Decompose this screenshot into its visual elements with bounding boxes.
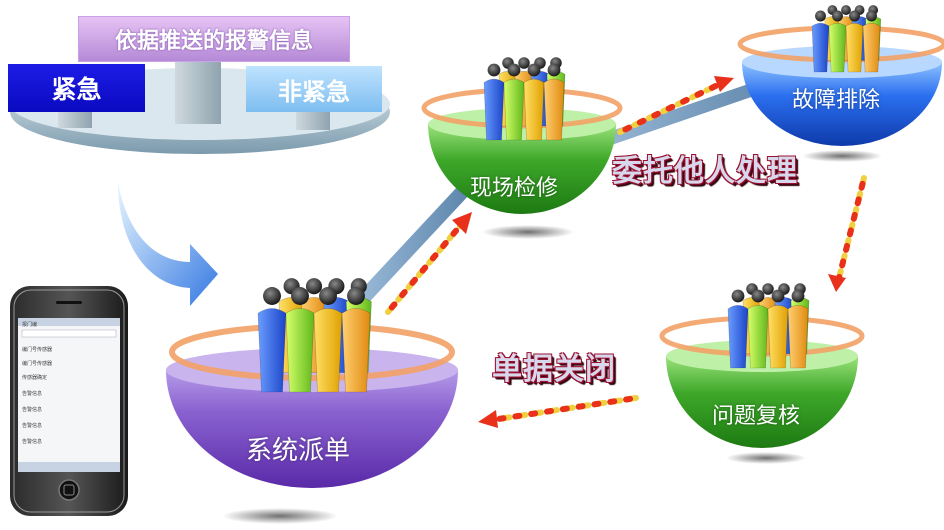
phone-screen-line: 编门号传感器 — [22, 361, 53, 367]
phone-speaker — [56, 301, 82, 304]
phone-screen-line: 传感器确定 — [22, 375, 48, 381]
person-icon — [313, 287, 343, 393]
people-onsite — [483, 57, 566, 141]
alert-source-title: 依据推送的报警信息 — [78, 16, 350, 62]
arrow-head-icon — [478, 410, 498, 428]
right-pillar — [296, 108, 330, 130]
arrow-head-icon — [714, 76, 734, 92]
person-icon — [747, 289, 769, 369]
close-action-label: 单据关闭 — [492, 352, 616, 387]
phone-screen-line: 告警信息 — [22, 391, 43, 397]
person-icon — [845, 10, 864, 73]
dashed-arrows — [385, 76, 867, 428]
phone-screen-line: 报门编 — [22, 322, 38, 328]
home-button — [58, 479, 80, 501]
arrow-head-icon — [452, 212, 472, 234]
troubleshoot-bowl — [742, 62, 942, 146]
dispatch-bowl — [166, 370, 458, 488]
person-icon — [828, 10, 847, 73]
flow-arrow-down-icon — [118, 182, 218, 306]
delegate-action-label: 委托他人处理 — [612, 154, 798, 189]
non-urgent-label: 非紧急 — [246, 66, 382, 112]
person-icon — [862, 10, 881, 73]
review-shadow — [726, 452, 806, 464]
arrow-head-icon — [828, 274, 846, 292]
onsite-bowl — [428, 124, 616, 214]
onsite-shadow — [482, 225, 574, 239]
people-groups — [257, 5, 882, 393]
person-icon — [285, 287, 315, 393]
onsite-label: 现场检修 — [470, 176, 559, 201]
phone-screen — [18, 318, 120, 472]
review-label: 问题复核 — [712, 404, 801, 429]
urgent-label: 紧急 — [8, 64, 145, 112]
phone-screen-line: 告警信息 — [22, 423, 43, 429]
beam-dispatch-onsite — [348, 186, 470, 312]
dispatch-label: 系统派单 — [246, 436, 351, 466]
person-icon — [543, 63, 565, 141]
people-troubleshoot — [811, 5, 882, 73]
left-pillar — [58, 108, 92, 128]
person-icon — [523, 63, 545, 141]
phone-screen-line: 编门号传感器 — [22, 347, 53, 353]
person-icon — [787, 289, 809, 369]
review-bowl — [666, 356, 858, 448]
person-icon — [503, 63, 525, 141]
center-pillar — [175, 56, 221, 124]
troubleshoot-shadow — [802, 150, 882, 162]
phone-screen-line: 告警信息 — [22, 439, 43, 445]
person-icon — [727, 289, 749, 369]
phone-screen-line: 告警信息 — [22, 407, 43, 413]
troubleshoot-label: 故障排除 — [792, 88, 881, 113]
person-icon — [483, 63, 505, 141]
person-icon — [811, 10, 830, 73]
dispatch-shadow — [222, 508, 338, 524]
person-icon — [341, 287, 371, 393]
mobile-phone — [10, 286, 128, 516]
people-review — [727, 283, 810, 369]
person-icon — [257, 287, 287, 393]
people-dispatch — [257, 278, 372, 393]
person-icon — [767, 289, 789, 369]
